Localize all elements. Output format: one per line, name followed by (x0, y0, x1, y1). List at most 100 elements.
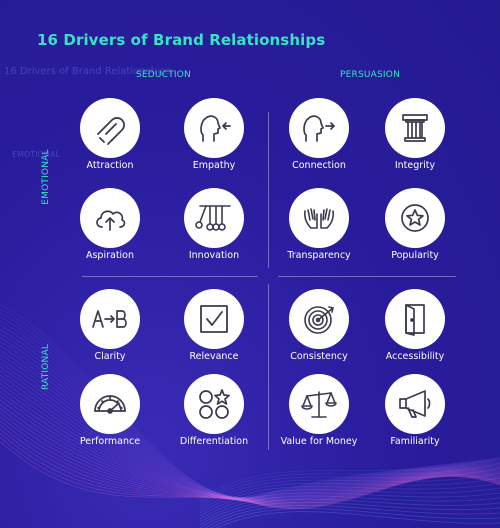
cloud-upload-icon (80, 188, 140, 248)
divider-horizontal-right (278, 276, 456, 277)
wave-line (0, 374, 500, 501)
wave-line (199, 487, 500, 517)
wave-line (0, 399, 500, 504)
page-title: 16 Drivers of Brand Relationships (37, 31, 326, 49)
wave-line (0, 341, 500, 499)
wave-line (0, 415, 500, 506)
driver-integrity: Integrity (363, 98, 467, 182)
megaphone-icon (385, 374, 445, 434)
wave-line (0, 395, 500, 503)
driver-label: Value for Money (280, 436, 358, 447)
driver-relevance: Relevance (162, 289, 266, 373)
driver-value-for-money: Value for Money (267, 374, 371, 458)
driver-popularity: Popularity (363, 188, 467, 272)
wave-line (199, 495, 500, 523)
wave-line (199, 482, 500, 514)
wave-line (0, 324, 500, 499)
wave-line (0, 345, 500, 499)
driver-performance: Performance (58, 374, 162, 458)
wave-line (0, 353, 500, 500)
wave-line (0, 436, 500, 509)
driver-label: Innovation (188, 250, 240, 261)
driver-consistency: Consistency (267, 289, 371, 373)
row-label-rational: RATIONAL (41, 343, 51, 391)
wave-line (0, 358, 500, 500)
driver-label: Integrity (394, 160, 436, 171)
driver-familiarity: Familiarity (363, 374, 467, 458)
driver-innovation: Innovation (162, 188, 266, 272)
driver-label: Consistency (290, 351, 348, 362)
shapes-star-icon (184, 374, 244, 434)
a-to-b-icon (80, 289, 140, 349)
wave-line (199, 477, 500, 511)
wave-line (0, 407, 500, 505)
ghost-title-shadow: 16 Drivers of Brand Relationships (4, 66, 172, 77)
driver-label: Aspiration (85, 250, 135, 261)
driver-label: Connection (292, 160, 346, 171)
wave-line (199, 501, 500, 528)
driver-label: Familiarity (390, 436, 440, 447)
wave-line (0, 391, 500, 503)
wave-line (0, 428, 500, 508)
driver-label: Accessibility (385, 351, 445, 362)
pillar-icon (385, 98, 445, 158)
wave-line (0, 320, 500, 499)
wave-line (0, 329, 500, 499)
wave-line (0, 378, 500, 501)
wave-line (0, 362, 500, 500)
wave-line (199, 472, 500, 508)
divider-vertical-top (268, 112, 269, 268)
wave-line (199, 498, 500, 526)
wave-line (0, 432, 500, 508)
row-label-emotional: EMOTIONAL (41, 149, 51, 205)
driver-label: Differentiation (179, 436, 249, 447)
wave-line (0, 386, 500, 502)
wave-line (0, 337, 500, 499)
wave-line (0, 333, 500, 499)
speedometer-icon (80, 374, 140, 434)
driver-accessibility: Accessibility (363, 289, 467, 373)
driver-label: Popularity (391, 250, 439, 261)
driver-clarity: Clarity (58, 289, 162, 373)
driver-connection: Connection (267, 98, 371, 182)
head-arrow-out-icon (289, 98, 349, 158)
divider-horizontal-left (82, 276, 258, 277)
wave-line (199, 462, 500, 502)
head-arrow-in-icon (184, 98, 244, 158)
driver-attraction: Attraction (58, 98, 162, 182)
magnet-icon (80, 98, 140, 158)
wave-line (215, 511, 500, 528)
driver-label: Relevance (189, 351, 239, 362)
driver-aspiration: Aspiration (58, 188, 162, 272)
driver-label: Attraction (86, 160, 134, 171)
wave-line (204, 504, 500, 528)
wave-line (0, 308, 500, 498)
star-badge-icon (385, 188, 445, 248)
divider-vertical-bottom (268, 284, 269, 450)
wave-line (0, 411, 500, 505)
ghost-emotional-shadow: EMOTIONAL (12, 150, 60, 159)
driver-differentiation: Differentiation (162, 374, 266, 458)
open-door-icon (385, 289, 445, 349)
newtons-cradle-icon (184, 188, 244, 248)
wave-line (0, 370, 500, 501)
open-hands-icon (289, 188, 349, 248)
wave-line (0, 366, 500, 500)
driver-label: Performance (79, 436, 141, 447)
wave-line (0, 424, 500, 507)
wave-line (0, 349, 500, 500)
wave-line (0, 403, 500, 504)
wave-line (0, 440, 500, 510)
wave-line (0, 316, 500, 499)
scales-icon (289, 374, 349, 434)
driver-label: Empathy (192, 160, 236, 171)
wave-line (0, 312, 500, 498)
wave-line (0, 382, 500, 501)
driver-transparency: Transparency (267, 188, 371, 272)
wave-line (0, 304, 500, 498)
driver-label: Transparency (287, 250, 351, 261)
column-heading-persuasion: PERSUASION (340, 70, 401, 80)
wave-line (199, 467, 500, 505)
